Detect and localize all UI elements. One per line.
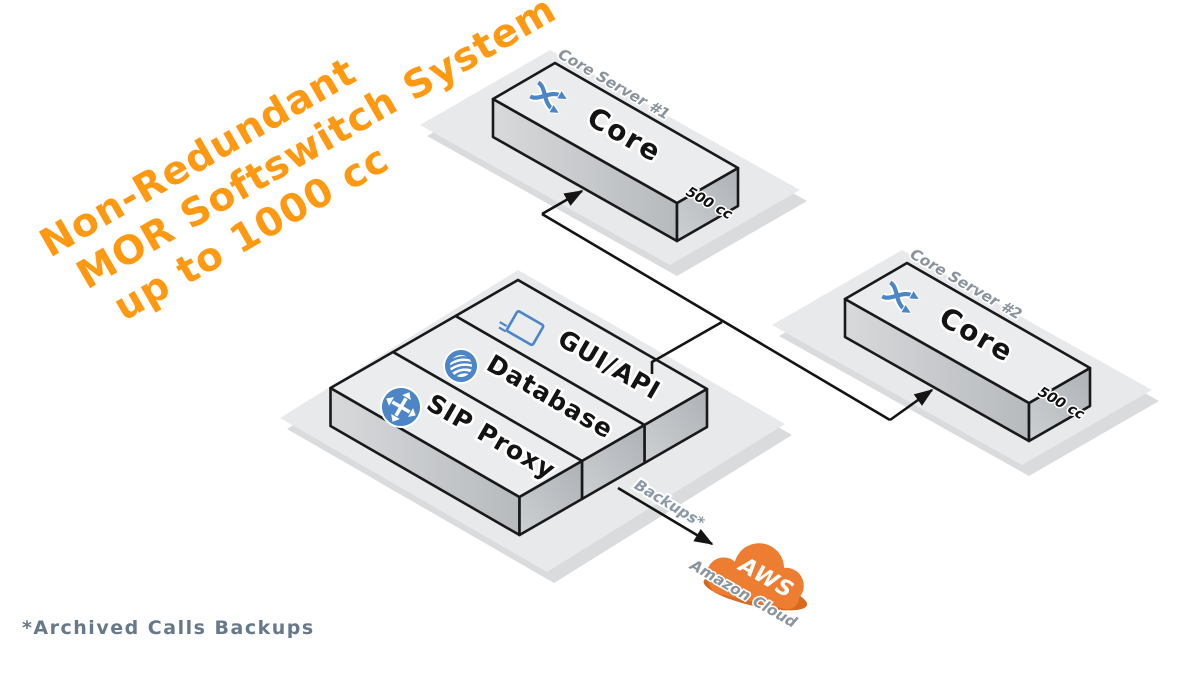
arrow-to-core-2 xyxy=(889,388,934,422)
backups-arrow xyxy=(617,486,714,546)
shuffle-icon xyxy=(880,279,921,314)
monitor-icon xyxy=(498,310,545,347)
footnote: *Archived Calls Backups xyxy=(22,617,315,639)
connection-branch-line xyxy=(650,320,723,374)
shuffle-icon xyxy=(528,79,569,114)
core-server-2: Core Server #2 Core 500 cc xyxy=(772,243,1159,476)
backups: Backups* AWS Amazon Cloud xyxy=(617,474,808,633)
connections xyxy=(541,189,934,422)
database-icon xyxy=(443,348,479,384)
connection-main-line xyxy=(541,212,891,422)
central-server: GUI/API Database SIP Proxy xyxy=(280,270,792,583)
layer-sip-proxy-end-face xyxy=(518,459,584,537)
aws-cloud xyxy=(703,543,808,611)
core-server-1: Core Server #1 Core 500 cc xyxy=(420,43,807,276)
arrow-to-core-1 xyxy=(541,189,584,216)
sip-proxy-icon xyxy=(380,386,422,428)
